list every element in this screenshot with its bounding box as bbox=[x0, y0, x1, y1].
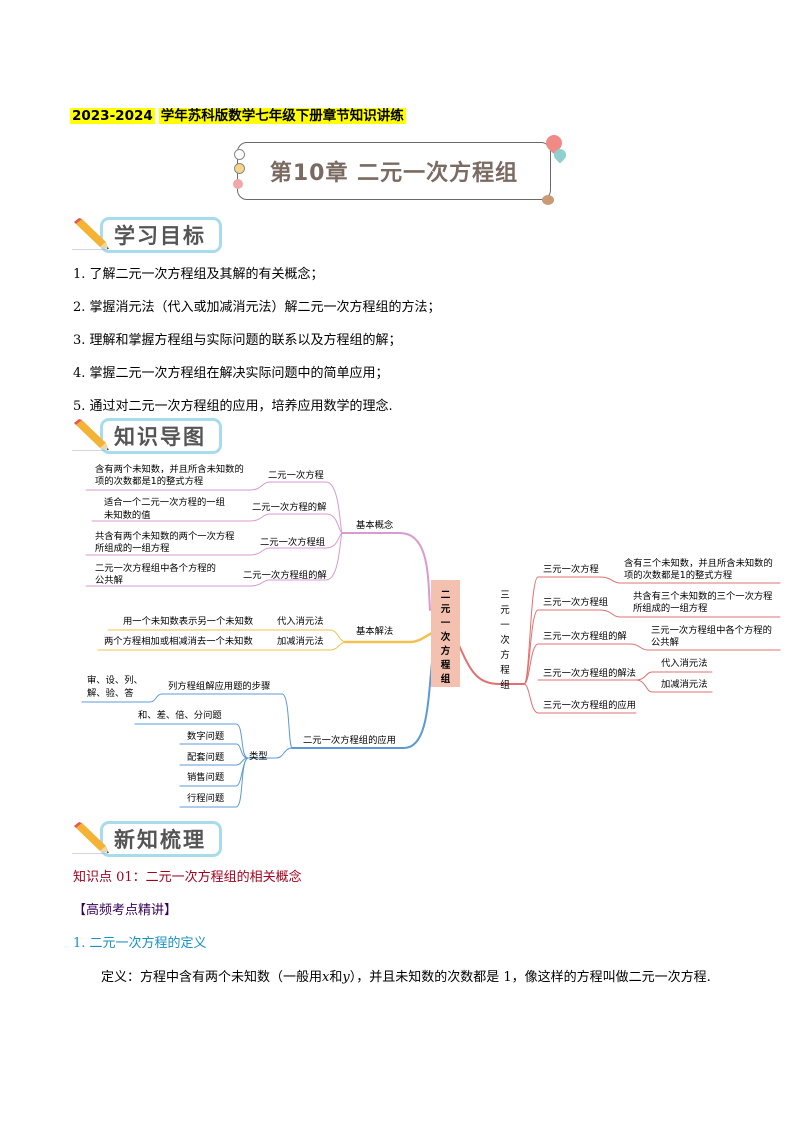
three-var-label: 三元一次方程组 bbox=[543, 597, 609, 608]
method-label: 代入消元法 bbox=[277, 616, 324, 627]
method-desc: 两个方程相加或相减消去一个未知数 bbox=[104, 636, 253, 647]
steps-desc: 解、验、答 bbox=[87, 688, 134, 699]
three-var-desc: 项的次数都是1的整式方程 bbox=[624, 570, 733, 581]
chapter-banner: 第10章 二元一次方程组 bbox=[233, 131, 569, 205]
type-item: 配套问题 bbox=[187, 752, 225, 763]
definition-heading: 1. 二元一次方程的定义 bbox=[73, 936, 207, 951]
branch-applications-label: 二元一次方程组的应用 bbox=[303, 735, 396, 746]
three-var-sub: 加减消元法 bbox=[661, 679, 708, 690]
cartoon-cat-icon bbox=[234, 149, 245, 160]
svg-text:一: 一 bbox=[441, 618, 451, 629]
svg-text:程: 程 bbox=[500, 665, 510, 676]
type-item: 数字问题 bbox=[187, 731, 225, 742]
svg-text:组: 组 bbox=[441, 673, 451, 685]
section-tab bbox=[100, 217, 222, 253]
definition-paragraph: 定义：方程中含有两个未知数（一般用x和y），并且未知数的次数都是 1，像这样的方… bbox=[73, 960, 733, 995]
center-char: 二 bbox=[441, 590, 451, 601]
svg-text:程: 程 bbox=[441, 659, 451, 671]
three-var-desc: 三元一次方程组中各个方程的 bbox=[651, 625, 772, 636]
svg-text:方: 方 bbox=[500, 649, 510, 661]
section-title: 学习目标 bbox=[114, 224, 206, 248]
goal-item: 5. 通过对二元一次方程组的应用，培养应用数学的理念. bbox=[73, 399, 393, 414]
three-var-desc: 公共解 bbox=[651, 637, 679, 648]
concept-desc: 含有两个未知数，并且所含未知数的 bbox=[95, 464, 244, 475]
svg-text:次: 次 bbox=[500, 634, 510, 646]
document-year: 2023-2024 bbox=[70, 108, 155, 124]
three-var-label: 三元一次方程组的解 bbox=[543, 631, 627, 642]
goal-item: 1. 了解二元一次方程组及其解的有关概念； bbox=[73, 267, 324, 282]
document-title-text: 学年苏科版数学七年级下册章节知识讲练 bbox=[158, 108, 406, 124]
pencil-icon bbox=[72, 218, 109, 250]
svg-text:次: 次 bbox=[441, 631, 451, 643]
three-var-label: 三元一次方程组的解法 bbox=[543, 668, 636, 679]
section-header-goals: 学习目标 bbox=[70, 216, 230, 253]
branch-concepts-label: 基本概念 bbox=[356, 520, 394, 531]
steps-desc: 审、设、列、 bbox=[87, 675, 143, 686]
three-var-desc: 共含有三个未知数的三个一次方程 bbox=[633, 591, 773, 602]
concept-label: 二元一次方程 bbox=[268, 470, 324, 481]
svg-text:一: 一 bbox=[500, 620, 510, 631]
concept-desc: 二元一次方程组中各个方程的 bbox=[95, 563, 216, 574]
three-var-desc: 含有三个未知数，并且所含未知数的 bbox=[624, 558, 773, 569]
knowledge-point-title: 知识点 01：二元一次方程组的相关概念 bbox=[73, 870, 302, 885]
concept-desc: 适合一个二元一次方程的一组 bbox=[104, 497, 225, 508]
section-title: 知识导图 bbox=[114, 425, 206, 449]
three-var-label: 三元一次方程组的应用 bbox=[543, 700, 636, 711]
concept-label: 二元一次方程组 bbox=[260, 537, 326, 548]
definition-text: ），并且未知数的次数都是 1，像这样的方程叫做二元一次方程. bbox=[349, 970, 711, 985]
section-tab bbox=[100, 821, 222, 857]
variable-y: y bbox=[342, 970, 350, 985]
concept-desc: 公共解 bbox=[95, 575, 123, 586]
type-item: 行程问题 bbox=[187, 793, 225, 804]
cartoon-chick-icon bbox=[234, 163, 245, 174]
variable-x: x bbox=[322, 970, 330, 985]
svg-text:元: 元 bbox=[441, 604, 451, 615]
three-var-label: 三元一次方程 bbox=[543, 564, 599, 575]
method-label: 加减消元法 bbox=[277, 636, 324, 647]
concept-label: 二元一次方程组的解 bbox=[243, 570, 327, 581]
three-var-desc: 所组成的一组方程 bbox=[633, 603, 708, 614]
steps-label: 列方程组解应用题的步骤 bbox=[168, 681, 271, 692]
types-label: 类型 bbox=[249, 751, 268, 762]
definition-text: 和 bbox=[329, 970, 343, 985]
goal-item: 2. 掌握消元法（代入或加减消元法）解二元一次方程组的方法； bbox=[73, 300, 441, 315]
concept-desc: 所组成的一组方程 bbox=[95, 543, 170, 554]
svg-text:元: 元 bbox=[500, 605, 510, 616]
concept-desc: 项的次数都是1的整式方程 bbox=[95, 476, 204, 487]
concept-desc: 未知数的值 bbox=[104, 510, 151, 521]
mind-map-center-node bbox=[431, 580, 460, 687]
chapter-title: 第10章 二元一次方程组 bbox=[269, 161, 519, 186]
section-header-review: 新知梳理 bbox=[70, 820, 230, 857]
cartoon-pig-icon bbox=[233, 179, 243, 189]
pencil-icon bbox=[72, 822, 109, 854]
svg-text:方: 方 bbox=[441, 645, 451, 657]
section-tab bbox=[100, 418, 222, 454]
concept-desc: 共含有两个未知数的两个一次方程 bbox=[95, 531, 235, 542]
goal-item: 3. 理解和掌握方程组与实际问题的联系以及方程组的解； bbox=[73, 333, 402, 348]
type-item: 和、差、倍、分问题 bbox=[138, 710, 222, 721]
three-var-sub: 代入消元法 bbox=[661, 658, 708, 669]
concept-label: 二元一次方程的解 bbox=[252, 502, 327, 513]
svg-text:组: 组 bbox=[500, 679, 510, 691]
section-header-mindmap: 知识导图 bbox=[70, 417, 230, 454]
section-title: 新知梳理 bbox=[114, 828, 206, 852]
pencil-icon bbox=[72, 419, 109, 451]
definition-text: 定义：方程中含有两个未知数（一般用 bbox=[101, 970, 323, 985]
knowledge-point-subtitle: 【高频考点精讲】 bbox=[73, 903, 178, 918]
cartoon-bear-icon bbox=[542, 195, 554, 205]
branch-methods-label: 基本解法 bbox=[356, 626, 394, 637]
goal-item: 4. 掌握二元一次方程组在解决实际问题中的简单应用； bbox=[73, 366, 389, 381]
type-item: 销售问题 bbox=[187, 772, 225, 783]
svg-text:三: 三 bbox=[500, 590, 510, 601]
method-desc: 用一个未知数表示另一个未知数 bbox=[123, 616, 254, 627]
